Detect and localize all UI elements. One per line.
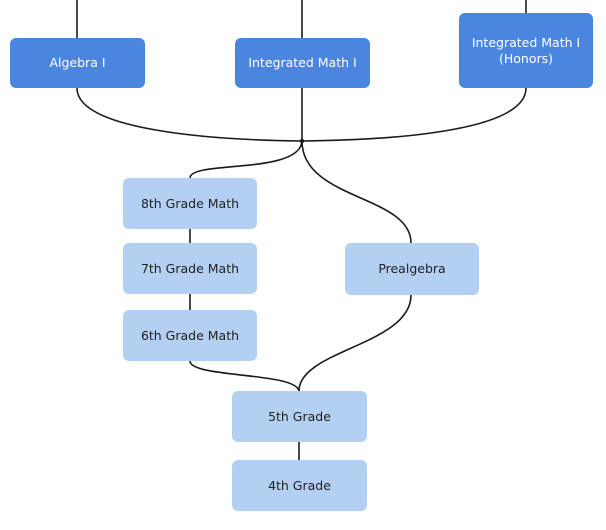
node-grade7-math-label: 7th Grade Math xyxy=(140,260,240,276)
node-grade5-label: 5th Grade xyxy=(268,408,331,424)
node-prealgebra-label: Prealgebra xyxy=(378,261,446,276)
node-integrated-math-1-label: Integrated Math I xyxy=(248,55,357,70)
edge-algebra-1-junction xyxy=(76,87,303,142)
node-grade6-math[interactable]: 6th Grade Math xyxy=(123,310,257,361)
edge-junction-prealgebra xyxy=(301,140,412,244)
node-algebra-1-label: Algebra I xyxy=(49,55,106,70)
node-grade6-math-label: 6th Grade Math xyxy=(140,327,240,343)
node-integrated-math-1-honors-label: Integrated Math I (Honors) xyxy=(471,34,581,66)
junction-dot xyxy=(299,138,305,144)
edge-grade6-grade5 xyxy=(189,360,300,392)
node-grade8-math-label: 8th Grade Math xyxy=(140,195,240,211)
edge-junction-grade8 xyxy=(189,140,303,179)
node-grade4[interactable]: 4th Grade xyxy=(232,460,367,511)
node-integrated-math-1[interactable]: Integrated Math I xyxy=(235,38,370,88)
edge-integrated-math-1-honors-junction xyxy=(301,87,527,142)
node-grade8-math[interactable]: 8th Grade Math xyxy=(123,178,257,229)
node-grade4-label: 4th Grade xyxy=(268,477,331,493)
node-grade7-math[interactable]: 7th Grade Math xyxy=(123,243,257,294)
edge-prealgebra-grade5 xyxy=(298,294,412,392)
node-algebra-1[interactable]: Algebra I xyxy=(10,38,145,88)
node-prealgebra[interactable]: Prealgebra xyxy=(345,243,479,295)
node-grade5[interactable]: 5th Grade xyxy=(232,391,367,442)
node-integrated-math-1-honors[interactable]: Integrated Math I (Honors) xyxy=(459,13,593,88)
